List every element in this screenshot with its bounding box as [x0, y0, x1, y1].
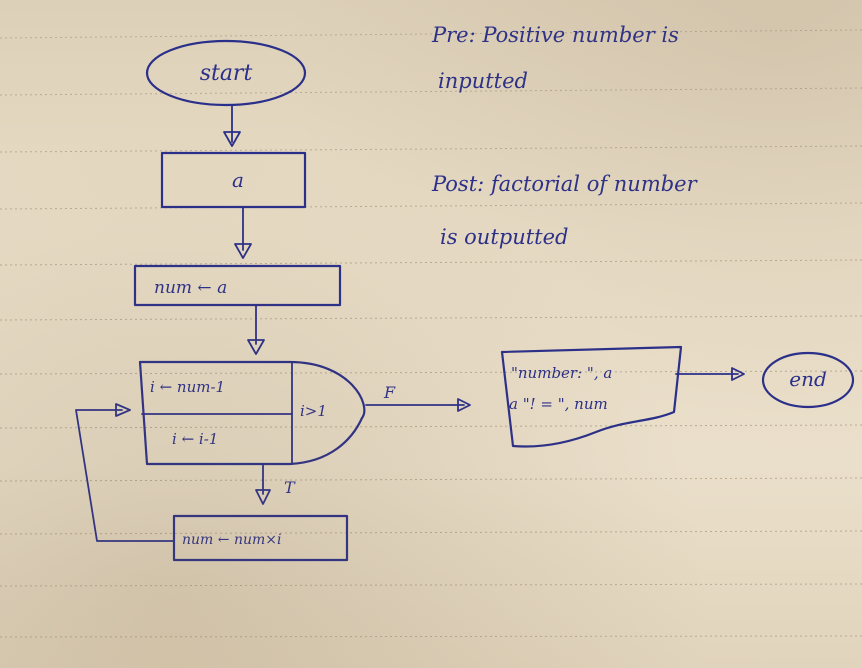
start-terminal [145, 39, 307, 107]
input-label: a [232, 168, 244, 192]
arrow-head-3 [247, 339, 265, 355]
end-terminal [761, 351, 855, 409]
loop-step-label: i ← i-1 [172, 430, 218, 448]
assign-box [133, 264, 342, 307]
start-label: start [200, 61, 253, 86]
assign-label: num ← a [154, 278, 227, 298]
pre-note-line2: inputted [438, 69, 528, 93]
arrow-head-1 [223, 131, 241, 147]
arrow-head-4 [457, 398, 471, 412]
arrow-head-7 [731, 367, 745, 381]
arrow-head-6 [115, 403, 131, 417]
pre-note-line1: Pre: Positive number is [431, 23, 679, 47]
post-note-line1: Post: factorial of number [431, 172, 699, 196]
loop-block [138, 360, 366, 466]
output-line1: "number: ", a [511, 364, 612, 382]
arrow-loop-back [75, 409, 175, 542]
input-box [160, 151, 307, 209]
post-note-line2: is outputted [440, 225, 569, 249]
end-label: end [789, 367, 827, 391]
false-label: F [383, 383, 396, 402]
loop-body-label: num ← num×i [182, 532, 281, 548]
arrow-head-5 [255, 489, 271, 505]
loop-init-label: i ← num-1 [150, 378, 225, 396]
output-line2: a "! = ", num [509, 395, 608, 413]
true-label: T [284, 478, 296, 497]
loop-body-box [172, 514, 349, 562]
loop-condition-label: i>1 [300, 402, 327, 420]
arrow-head-2 [234, 243, 252, 259]
output-box [500, 345, 683, 448]
ruled-lines [0, 29, 862, 638]
